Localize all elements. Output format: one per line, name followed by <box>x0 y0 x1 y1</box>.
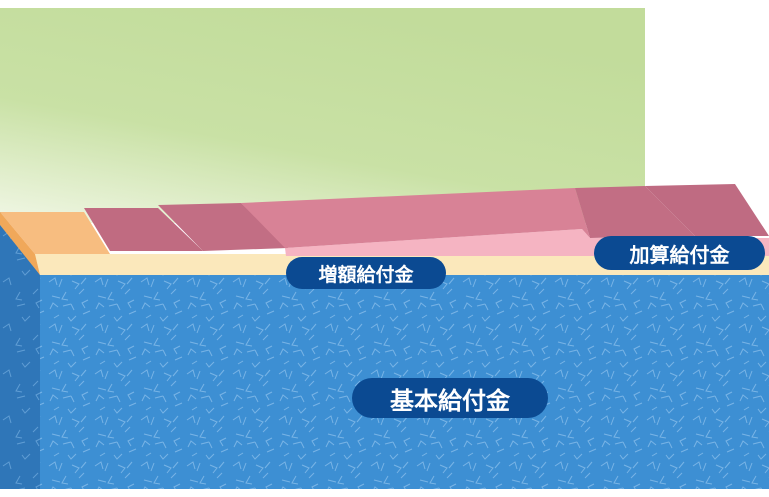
kasan-label: 加算給付金 <box>594 236 765 270</box>
base-side-face <box>0 212 40 490</box>
mauve-block-4 <box>645 184 769 236</box>
zougaku-label: 増額給付金 <box>286 257 446 289</box>
pink-slope <box>241 188 590 248</box>
kihon-label: 基本給付金 <box>352 378 548 418</box>
mauve-block-3 <box>575 186 695 238</box>
mauve-block-2 <box>158 203 288 251</box>
orange-block <box>0 212 110 254</box>
sky-backdrop <box>0 8 645 223</box>
mauve-block-1 <box>84 208 203 251</box>
base-side-top <box>0 212 40 275</box>
base-bottom-shadow <box>0 489 769 497</box>
